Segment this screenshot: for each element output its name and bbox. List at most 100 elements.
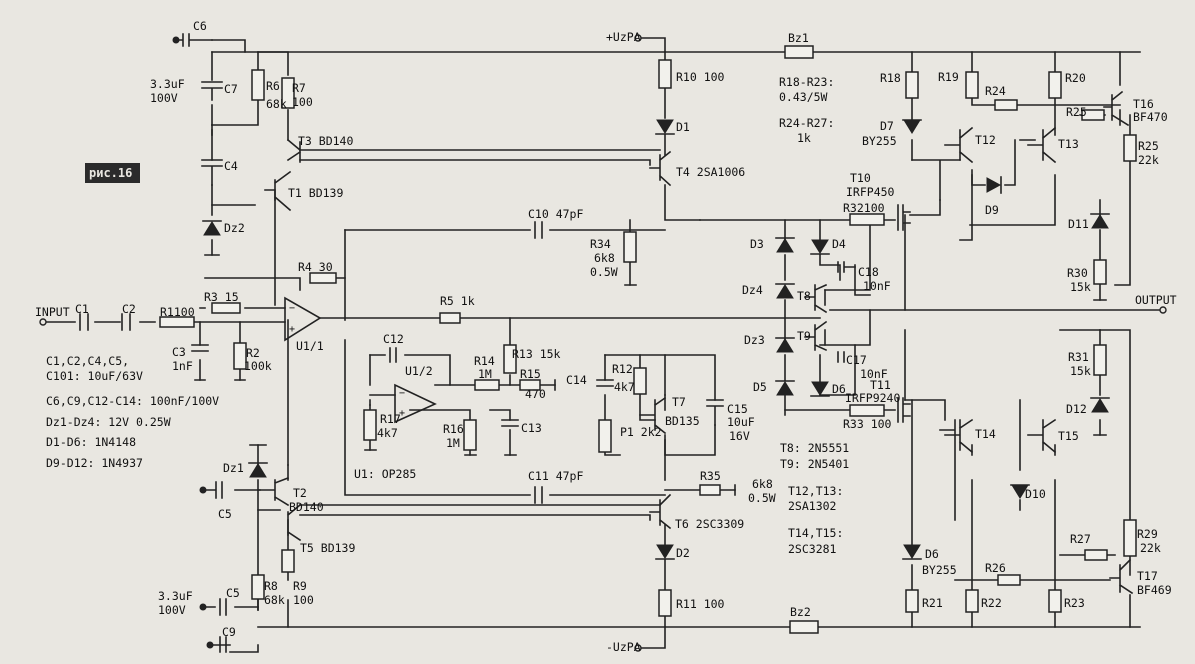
label-r25b: R25 xyxy=(1138,139,1159,153)
label-r10: R10 100 xyxy=(676,70,725,84)
resistor-r12 xyxy=(633,367,647,395)
resistor-r1 xyxy=(159,316,195,328)
label-p1: P1 2k2 xyxy=(620,425,662,439)
resistor-r8 xyxy=(251,574,265,600)
label-r19: R19 xyxy=(938,70,959,84)
resistor-r7 xyxy=(281,77,295,109)
transistor-t7 xyxy=(639,396,667,435)
label-d5: D5 xyxy=(753,380,767,394)
note-line-2: C101: 10uF/63V xyxy=(46,369,143,383)
label-c14: C14 xyxy=(566,373,587,387)
note-t14-t15-value: 2SC3281 xyxy=(788,542,837,556)
pos-supply-terminal xyxy=(634,34,642,42)
label-d2: D2 xyxy=(676,546,690,560)
diode-d2 xyxy=(656,544,674,559)
label-r21: R21 xyxy=(922,596,943,610)
note-t8: T8: 2N5551 xyxy=(780,441,849,455)
transistor-t6 xyxy=(649,493,672,530)
capacitor-c10 xyxy=(534,221,543,239)
diode-d3 xyxy=(776,238,794,253)
label-r18: R18 xyxy=(880,71,901,85)
label-r16-value: 1M xyxy=(446,436,460,450)
label-r30: R30 xyxy=(1067,266,1088,280)
capacitor-c5a xyxy=(215,481,223,499)
label-t10-type: IRFP450 xyxy=(846,185,895,199)
transistor-t2 xyxy=(257,476,290,507)
note-line-6: D9-D12: 1N4937 xyxy=(46,456,143,470)
capacitor-c1 xyxy=(79,313,89,331)
label-r8: R8 xyxy=(264,579,278,593)
label-dz3: Dz3 xyxy=(744,333,765,347)
label-r24: R24 xyxy=(985,84,1006,98)
svg-text:−: − xyxy=(289,303,295,314)
label-r2-value: 100k xyxy=(244,359,272,373)
label-r35-value: 6k8 xyxy=(752,477,773,491)
label-c1: C1 xyxy=(75,302,89,316)
transistor-t15 xyxy=(1027,418,1057,454)
rail-stubs xyxy=(249,379,736,496)
transistor-t8 xyxy=(804,283,828,314)
resistor-r6 xyxy=(251,69,265,101)
note-t12-t13-value: 2SA1302 xyxy=(788,499,836,513)
resistor-r20 xyxy=(1048,71,1062,99)
label-t14: T14 xyxy=(975,427,996,441)
capacitor-c9 xyxy=(219,636,227,653)
resistor-r18 xyxy=(905,71,919,99)
label-t7-type: BD135 xyxy=(665,414,700,428)
input-terminal xyxy=(39,318,47,326)
capacitor-c14 xyxy=(596,379,614,387)
opamp-u1-2 xyxy=(394,383,437,424)
figure-tag-box xyxy=(85,163,140,183)
label-t2: T2 xyxy=(293,486,307,500)
label-c15-rating: 16V xyxy=(729,429,750,443)
resistor-r32 xyxy=(849,213,885,226)
resistor-r34 xyxy=(623,231,637,263)
fuse-bz2 xyxy=(789,620,819,634)
label-r23: R23 xyxy=(1064,596,1085,610)
label-t7: T7 xyxy=(672,395,686,409)
output-terminal xyxy=(1159,306,1167,314)
label-r5: R5 1k xyxy=(440,294,475,308)
resistor-r25a xyxy=(1081,109,1105,121)
label-r6: R6 xyxy=(266,79,280,93)
resistor-r29 xyxy=(1123,519,1137,557)
opamp-u1-1 xyxy=(284,296,322,342)
neg-supply-terminal xyxy=(634,644,642,652)
transistor-t17 xyxy=(1109,558,1134,595)
label-c4: C4 xyxy=(224,159,238,173)
label-r7: R7 xyxy=(292,81,306,95)
resistor-r23 xyxy=(1048,589,1062,613)
label-c15-value: 10uF xyxy=(727,415,755,429)
label-c6: C6 xyxy=(193,19,207,33)
transistor-t14 xyxy=(944,418,974,454)
label-t3: T3 BD140 xyxy=(298,134,353,148)
label-r15: R15 xyxy=(520,367,541,381)
label-r25b-value: 22k xyxy=(1138,153,1159,167)
label-r25a: R25 xyxy=(1066,105,1087,119)
label-c12: C12 xyxy=(383,332,404,346)
supply-pos-label: +UzPA xyxy=(606,30,641,44)
capacitor-c2 xyxy=(121,313,131,331)
resistor-r4 xyxy=(309,272,337,284)
resistor-r22 xyxy=(965,589,979,613)
label-t16-type: BF470 xyxy=(1133,110,1168,124)
label-t11: T11 xyxy=(870,378,891,392)
diode-d4 xyxy=(811,239,829,254)
label-t12: T12 xyxy=(975,133,996,147)
resistor-r2 xyxy=(233,342,247,370)
label-r34: R34 xyxy=(590,237,611,251)
label-d1: D1 xyxy=(676,120,690,134)
label-t5: T5 BD139 xyxy=(300,541,355,555)
capacitor-c6 xyxy=(177,33,213,47)
resistor-r13 xyxy=(503,344,517,374)
label-r7-value: 100 xyxy=(292,95,313,109)
note-line-1: C1,C2,C4,C5, xyxy=(46,354,129,368)
transistor-t4 xyxy=(649,150,672,187)
note-t14-t15: T14,T15: xyxy=(788,526,843,540)
input-label: INPUT xyxy=(35,305,70,319)
label-r27: R27 xyxy=(1070,532,1091,546)
resistor-r35 xyxy=(699,484,721,496)
label-d12: D12 xyxy=(1066,402,1087,416)
note-r18-r23: R18-R23: xyxy=(779,75,834,89)
